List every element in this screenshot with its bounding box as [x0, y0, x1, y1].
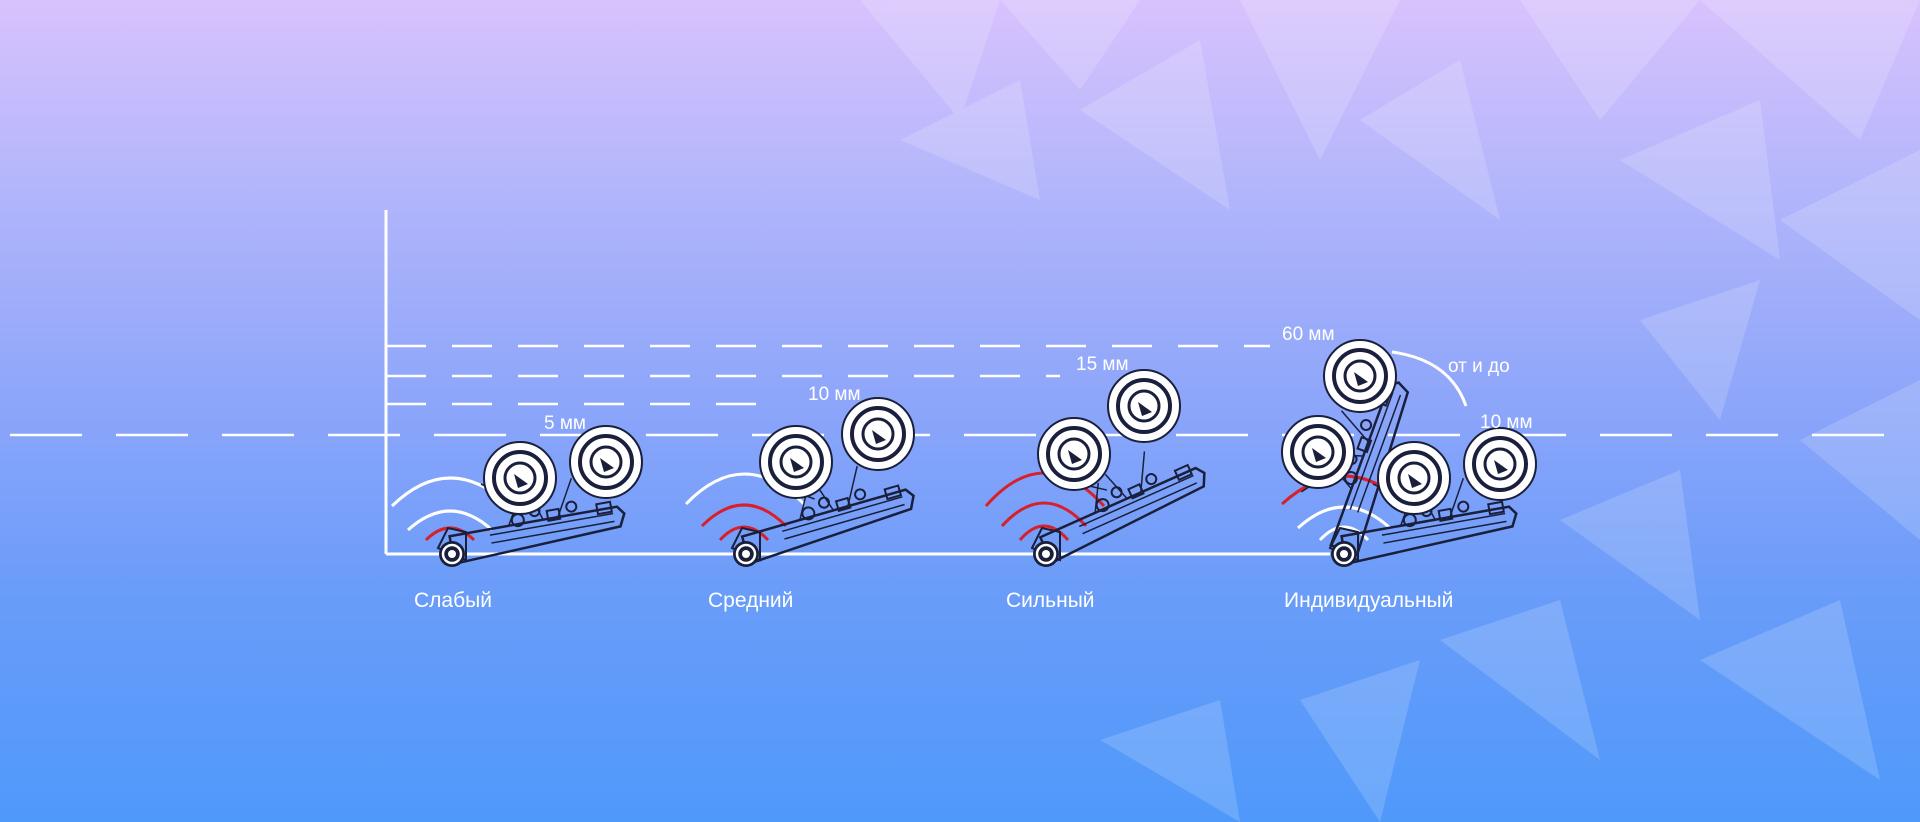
labels: Слабый Средний Сильный Индивидуальный 5 …: [414, 324, 1533, 612]
axes: [384, 210, 1330, 556]
reference-lines: [10, 344, 1910, 437]
lift-label-60mm: 60 мм: [1282, 324, 1335, 345]
lift-label-5mm: 5 мм: [544, 413, 586, 434]
roller-frame-icon: [728, 396, 921, 569]
mode-label-individual: Индивидуальный: [1284, 589, 1453, 612]
range-arc: [1391, 350, 1468, 407]
lift-label-15mm: 15 мм: [1076, 354, 1129, 375]
background-polygons: [860, 0, 1920, 822]
mode-label-medium: Средний: [708, 589, 793, 612]
range-label: от и до: [1448, 356, 1510, 377]
lift-label-10mm-individual: 10 мм: [1480, 412, 1533, 433]
mode-weak: [390, 424, 644, 569]
mode-label-strong: Сильный: [1006, 589, 1095, 612]
mode-label-weak: Слабый: [414, 589, 492, 612]
mode-individual: [1280, 338, 1538, 569]
mode-medium: [684, 396, 921, 569]
roller-frame-icon: [1020, 368, 1214, 569]
roller-frame-icon: [436, 424, 644, 569]
lift-label-10mm: 10 мм: [808, 384, 861, 405]
mode-strong: [984, 368, 1214, 569]
